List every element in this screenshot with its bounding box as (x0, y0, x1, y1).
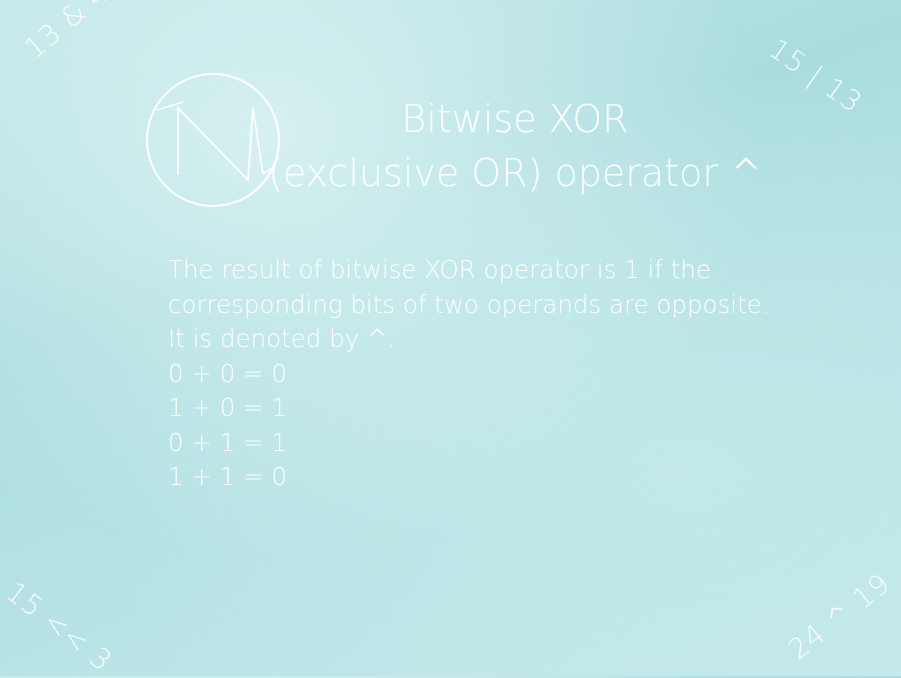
title-line-1: Bitwise XOR (401, 97, 629, 141)
description-line-2: corresponding bits of two operands are o… (168, 289, 770, 319)
m-monogram-circle-icon (143, 70, 283, 210)
corner-expression-bottom-left: 15 << 3 (0, 575, 119, 678)
description-line-1: The result of bitwise XOR operator is 1 … (168, 255, 711, 284)
description-block: The result of bitwise XOR operator is 1 … (168, 253, 848, 495)
truth-table-row: 1 + 1 = 0 (168, 462, 287, 491)
corner-expression-top-left: 13 & 45 (18, 0, 130, 66)
page-title: Bitwise XOR (exclusive OR) operator ^ (250, 92, 780, 200)
truth-table-row: 0 + 0 = 0 (168, 358, 287, 388)
title-line-2: (exclusive OR) operator ^ (268, 151, 762, 195)
truth-table-row: 0 + 1 = 1 (168, 427, 287, 457)
description-line-3: It is denoted by ^. (168, 324, 396, 353)
truth-table: 0 + 0 = 0 1 + 0 = 1 0 + 1 = 1 1 + 1 = 0 (168, 357, 848, 495)
corner-expression-bottom-right: 24 ^ 19 (782, 566, 897, 667)
truth-table-row: 1 + 0 = 1 (168, 393, 287, 422)
